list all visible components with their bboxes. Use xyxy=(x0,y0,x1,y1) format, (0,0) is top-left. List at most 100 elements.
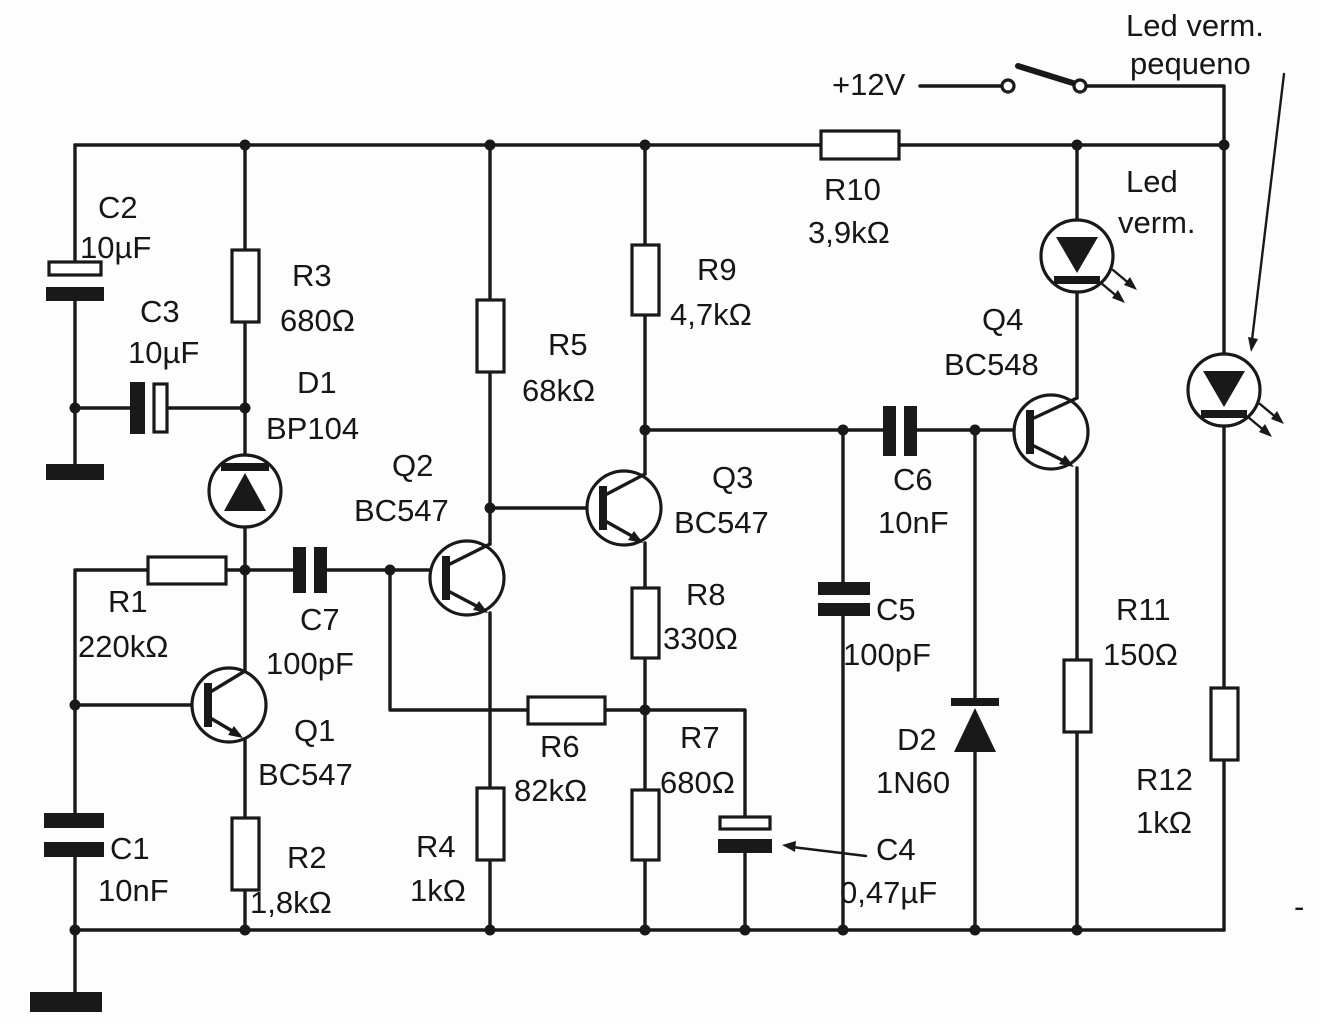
junction-dot xyxy=(69,699,81,711)
label-R5-value: 68kΩ xyxy=(522,373,595,408)
junction-dot xyxy=(1071,139,1083,151)
label-C4-value: 0,47µF xyxy=(840,875,937,910)
label-led-main-1: Led xyxy=(1126,164,1178,199)
led-small xyxy=(1186,352,1284,437)
label-D1-value: BP104 xyxy=(266,411,359,446)
label-R9-value: 4,7kΩ xyxy=(670,297,752,332)
capacitor-C2 xyxy=(46,260,104,301)
junction-dot xyxy=(69,402,81,414)
photodiode-D1 xyxy=(207,453,283,529)
label-R11-value: 150Ω xyxy=(1103,637,1178,672)
label-C4-ref: C4 xyxy=(876,832,916,867)
resistor-R2 xyxy=(230,816,261,892)
resistor-R9 xyxy=(630,243,661,317)
label-C6-ref: C6 xyxy=(893,462,933,497)
transistor-Q2 xyxy=(428,539,506,617)
label-R6-value: 82kΩ xyxy=(514,773,587,808)
label-C3-value: 10µF xyxy=(128,335,199,370)
label-R2-value: 1,8kΩ xyxy=(250,885,332,920)
label-led-main-2: verm. xyxy=(1118,205,1196,240)
label-C7-ref: C7 xyxy=(300,602,340,637)
label-R10-ref: R10 xyxy=(824,172,881,207)
label-R8-ref: R8 xyxy=(686,577,726,612)
label-C6-value: 10nF xyxy=(878,505,949,540)
switch-blade xyxy=(1015,63,1079,87)
junction-dot xyxy=(1071,924,1083,936)
label-R1-value: 220kΩ xyxy=(78,629,168,664)
transistor-Q1 xyxy=(190,666,268,744)
junction-dot xyxy=(969,424,981,436)
resistor-R5 xyxy=(475,298,506,374)
ground-bar-upper-left xyxy=(46,464,104,480)
junction-dot xyxy=(484,502,496,514)
led-small-pointer-arrow xyxy=(1250,72,1286,342)
label-Q2-ref: Q2 xyxy=(392,448,433,483)
wire-q3-area xyxy=(488,143,647,932)
label-C3-ref: C3 xyxy=(140,294,180,329)
junction-dot xyxy=(239,924,251,936)
q1-emitter-arrow xyxy=(228,726,243,738)
capacitor-C6 xyxy=(883,406,917,456)
resistor-R1 xyxy=(146,555,228,586)
capacitor-C4 xyxy=(718,815,772,853)
junction-dot xyxy=(484,924,496,936)
junction-dot xyxy=(239,139,251,151)
junction-dot xyxy=(837,424,849,436)
led-main xyxy=(1039,218,1137,303)
label-R11-ref: R11 xyxy=(1116,592,1171,627)
label-supply: +12V xyxy=(832,67,906,102)
switch-contact-right xyxy=(1072,78,1088,94)
wiring xyxy=(73,84,1226,994)
label-R3-value: 680Ω xyxy=(280,303,355,338)
junction-dot xyxy=(239,564,251,576)
junction-dot xyxy=(484,139,496,151)
label-Q3-ref: Q3 xyxy=(712,460,753,495)
label-R7-value: 680Ω xyxy=(660,765,735,800)
label-R12-ref: R12 xyxy=(1136,762,1193,797)
q3-emitter-arrow xyxy=(628,531,643,543)
wire-top-rail xyxy=(73,84,1226,356)
junction-dot xyxy=(239,402,251,414)
label-R2-ref: R2 xyxy=(287,840,327,875)
label-R5-ref: R5 xyxy=(548,327,588,362)
label-negative: - xyxy=(1294,889,1304,924)
label-C1-value: 10nF xyxy=(98,873,169,908)
resistor-R10 xyxy=(819,129,901,161)
junction-dot xyxy=(837,924,849,936)
label-R3-ref: R3 xyxy=(292,258,332,293)
label-C5-value: 100pF xyxy=(843,637,931,672)
switch-contact-left xyxy=(1000,78,1016,94)
annotation-arrows xyxy=(782,72,1286,858)
junction-dot xyxy=(639,924,651,936)
power-switch xyxy=(1000,63,1088,94)
q4-emitter-arrow xyxy=(1059,455,1074,467)
capacitor-C1 xyxy=(44,813,104,857)
label-Q4-ref: Q4 xyxy=(982,302,1023,337)
transistor-Q3 xyxy=(585,469,663,547)
ground-bar-bottom-left xyxy=(30,992,102,1012)
label-R10-value: 3,9kΩ xyxy=(808,215,890,250)
label-R7-ref: R7 xyxy=(680,720,720,755)
junction-dot xyxy=(69,924,81,936)
label-led-small-1: Led verm. xyxy=(1126,8,1264,43)
resistor-R12 xyxy=(1209,686,1240,762)
label-R4-value: 1kΩ xyxy=(410,873,466,908)
label-C1-ref: C1 xyxy=(110,831,150,866)
label-C2-value: 10µF xyxy=(80,230,151,265)
resistor-R3 xyxy=(230,248,261,324)
wire-left-top xyxy=(73,143,247,572)
q2-emitter-arrow xyxy=(473,601,488,613)
label-R1-ref: R1 xyxy=(108,584,148,619)
label-R6-ref: R6 xyxy=(540,729,580,764)
label-R8-value: 330Ω xyxy=(663,621,738,656)
label-Q3-value: BC547 xyxy=(674,505,769,540)
resistor-R8 xyxy=(630,586,661,660)
wire-left-bottom xyxy=(73,568,247,932)
resistor-R4 xyxy=(475,786,506,862)
junction-dot xyxy=(384,564,396,576)
label-led-small-2: pequeno xyxy=(1130,46,1251,81)
junction-dot xyxy=(739,924,751,936)
transistor-Q4 xyxy=(1012,393,1090,471)
resistor-R7 xyxy=(630,788,661,862)
